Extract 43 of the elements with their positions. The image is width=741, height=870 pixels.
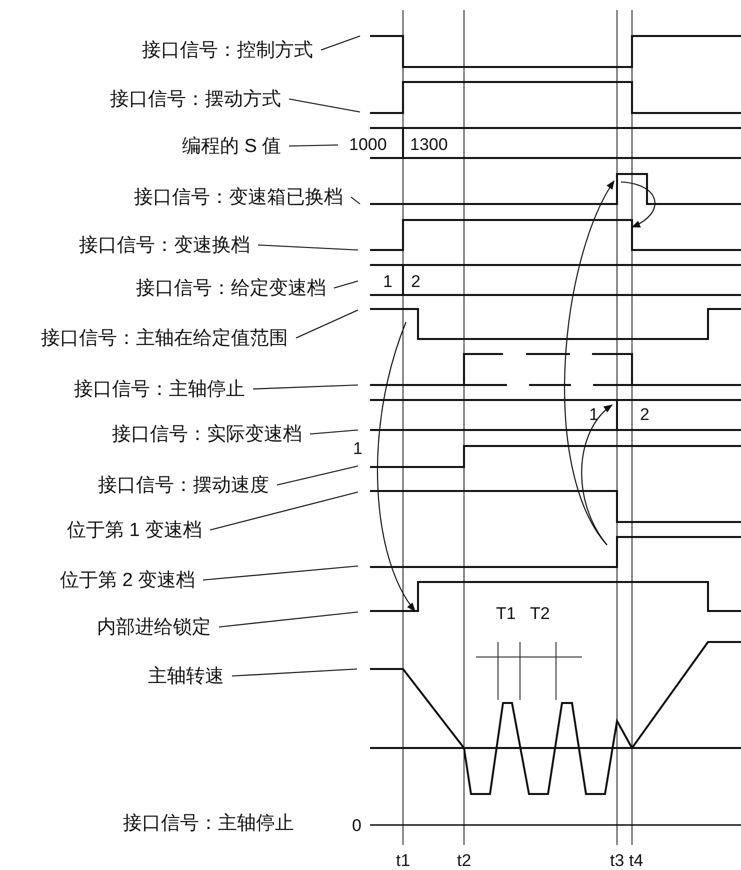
signal-label: 接口信号：变速箱已换档 xyxy=(134,188,343,206)
signal-label: 接口信号：变速换档 xyxy=(79,236,250,254)
time-label: t2 xyxy=(457,852,472,868)
signal-label: 主轴转速 xyxy=(148,666,224,686)
signal-label: 接口信号：给定变速档 xyxy=(136,278,326,298)
signal-label: 接口信号：实际变速档 xyxy=(112,424,302,444)
bus-value: 1 xyxy=(383,272,392,290)
period-label: T2 xyxy=(530,604,550,622)
leader-line xyxy=(232,668,358,677)
leader-line xyxy=(350,196,360,204)
bus-value: 1000 xyxy=(349,136,387,152)
leader-line xyxy=(288,98,360,113)
leader-line xyxy=(252,384,358,390)
bus-value: 1300 xyxy=(410,136,448,152)
leader-line xyxy=(310,429,358,435)
time-label: t1 xyxy=(396,852,410,868)
leader-line xyxy=(218,611,358,628)
level-value: 1 xyxy=(353,440,362,456)
leader-line xyxy=(202,565,358,581)
bus-value: 2 xyxy=(411,272,420,290)
signal-label: 接口信号：摆动速度 xyxy=(98,476,269,494)
leader-line xyxy=(320,35,360,51)
leader-line xyxy=(258,244,358,251)
leader-line xyxy=(276,465,358,486)
signal-label: 接口信号：主轴停止 xyxy=(123,814,294,832)
bus-value: 2 xyxy=(640,406,650,422)
time-label: t3 xyxy=(610,852,624,868)
signal-label: 位于第 2 变速档 xyxy=(60,570,196,590)
signal-label: 接口信号：控制方式 xyxy=(142,40,313,60)
leader-line xyxy=(334,280,358,289)
signal-label: 位于第 1 变速档 xyxy=(67,520,202,540)
signal-label: 接口信号：摆动方式 xyxy=(110,90,281,108)
leader-line xyxy=(210,491,358,531)
axis-label: 0 xyxy=(352,816,362,834)
signal-label: 接口信号：主轴在给定值范围 xyxy=(41,328,288,348)
time-label: t4 xyxy=(629,852,644,868)
signal-label: 内部进给锁定 xyxy=(97,618,211,636)
signal-label: 编程的 S 值 xyxy=(182,136,282,156)
period-label: T1 xyxy=(496,604,516,622)
leader-line xyxy=(296,310,358,338)
leader-line xyxy=(288,144,338,147)
bus-value: 1 xyxy=(589,406,598,422)
signal-label: 接口信号：主轴停止 xyxy=(74,380,245,398)
